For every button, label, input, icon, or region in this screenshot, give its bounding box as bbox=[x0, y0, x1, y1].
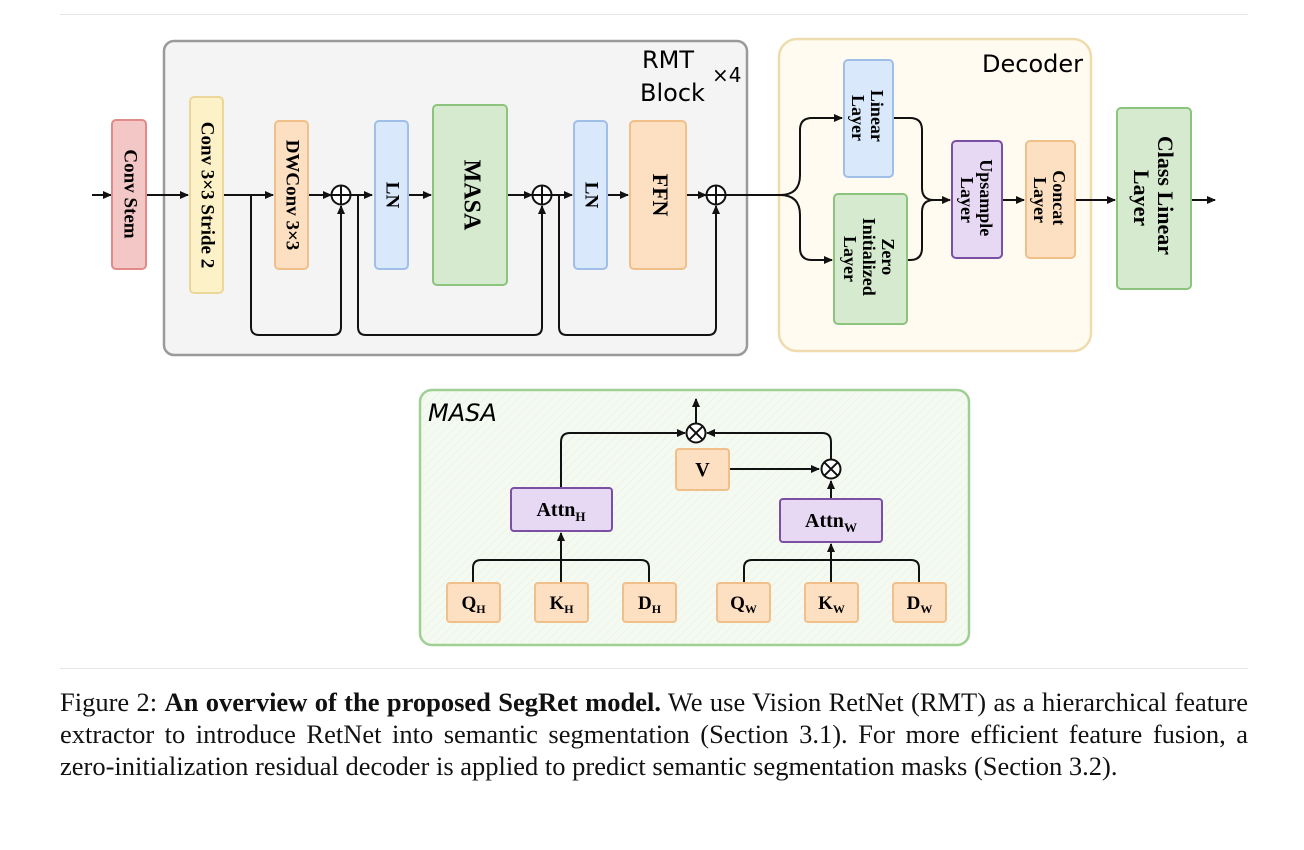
caption-prefix: Figure 2: bbox=[60, 687, 165, 717]
ln-block-1: LN bbox=[374, 120, 409, 270]
zero-init-line2: Initialized bbox=[859, 218, 879, 296]
k-h-main: K bbox=[549, 593, 564, 614]
masa-block: MASA bbox=[432, 104, 508, 286]
attn-h-block: AttnH bbox=[510, 487, 613, 532]
attn-h-main: Attn bbox=[536, 499, 575, 521]
upsample-layer-block: Upsample Layer bbox=[951, 140, 1003, 259]
k-w-main: K bbox=[818, 593, 833, 614]
v-block: V bbox=[675, 448, 730, 491]
attn-w-sub: W bbox=[844, 520, 857, 535]
svg-text:Class Linear Layer: Class Linear Layer bbox=[1129, 136, 1178, 260]
q-h-sub: H bbox=[476, 602, 486, 616]
svg-text:QH: QH bbox=[461, 593, 486, 616]
concat-line2: Layer bbox=[1030, 177, 1050, 223]
ln2-label: LN bbox=[581, 182, 602, 209]
ffn-block: FFN bbox=[629, 120, 687, 270]
figure-caption: Figure 2: An overview of the proposed Se… bbox=[60, 686, 1248, 782]
caption-body: We use Vision RetNet (RMT) as a hierarch… bbox=[60, 687, 1248, 781]
linear-layer-line1: Linear bbox=[867, 90, 887, 142]
d-h-block: DH bbox=[622, 582, 677, 623]
class-linear-layer-block: Class Linear Layer bbox=[1116, 107, 1192, 290]
conv-stem-block: Conv Stem bbox=[111, 119, 147, 270]
conv3x3-label: Conv 3×3 Stride 2 bbox=[197, 122, 218, 268]
dwconv-block: DWConv 3×3 bbox=[274, 120, 309, 270]
svg-text:Concat Layer: Concat Layer bbox=[1030, 170, 1069, 230]
zero-init-line3: Layer bbox=[840, 236, 860, 282]
d-h-sub: H bbox=[652, 602, 662, 616]
svg-text:Upsample Layer: Upsample Layer bbox=[957, 159, 996, 241]
svg-text:KW: KW bbox=[818, 593, 845, 616]
zero-initialized-layer-block: Zero Initialized Layer bbox=[833, 193, 908, 325]
class-linear-line2: Layer bbox=[1129, 170, 1154, 226]
linear-layer-block: Linear Layer bbox=[843, 59, 894, 178]
q-h-block: QH bbox=[446, 582, 501, 623]
svg-text:Zero Initialized L: Zero Initialized Layer bbox=[840, 218, 898, 301]
k-w-sub: W bbox=[833, 602, 845, 616]
q-w-main: Q bbox=[730, 593, 745, 614]
k-w-block: KW bbox=[804, 582, 859, 623]
caption-title: An overview of the proposed SegRet model… bbox=[164, 687, 661, 717]
residual-add-nodes bbox=[330, 184, 727, 206]
d-w-block: DW bbox=[892, 582, 947, 623]
v-label: V bbox=[695, 459, 710, 481]
masa-connectors bbox=[472, 398, 920, 582]
ln1-label: LN bbox=[382, 182, 403, 209]
add-node-2 bbox=[531, 184, 553, 206]
ln-block-2: LN bbox=[573, 120, 608, 270]
d-w-main: D bbox=[907, 593, 921, 614]
attn-h-sub: H bbox=[575, 509, 585, 524]
rmt-repeat-count: ×4 bbox=[712, 63, 741, 87]
svg-text:AttnW: AttnW bbox=[805, 510, 857, 535]
masa-detail-panel: MASA V AttnH bbox=[418, 388, 971, 647]
svg-text:Linear Layer: Linear Layer bbox=[848, 90, 887, 146]
attn-w-block: AttnW bbox=[779, 498, 883, 543]
svg-text:QW: QW bbox=[730, 593, 757, 616]
class-linear-line1: Class Linear bbox=[1153, 136, 1178, 255]
zero-init-line1: Zero bbox=[878, 238, 898, 275]
multiply-node-right bbox=[820, 458, 842, 480]
svg-text:AttnH: AttnH bbox=[536, 499, 585, 524]
multiply-node-top bbox=[685, 422, 707, 444]
attn-w-main: Attn bbox=[805, 510, 844, 532]
masa-label: MASA bbox=[458, 160, 484, 231]
q-w-block: QW bbox=[716, 582, 771, 623]
svg-text:DW: DW bbox=[907, 593, 933, 616]
ffn-label: FFN bbox=[648, 174, 673, 217]
concat-line1: Concat bbox=[1049, 170, 1069, 225]
linear-layer-line2: Layer bbox=[848, 95, 868, 141]
decoder-title: Decoder bbox=[982, 50, 1083, 78]
add-node-1 bbox=[330, 184, 352, 206]
conv3x3-stride2-block: Conv 3×3 Stride 2 bbox=[189, 96, 224, 294]
q-h-main: Q bbox=[461, 593, 476, 614]
upsample-line1: Upsample bbox=[976, 159, 996, 236]
svg-text:KH: KH bbox=[549, 593, 574, 616]
dwconv-label: DWConv 3×3 bbox=[282, 140, 303, 251]
svg-text:DH: DH bbox=[638, 593, 662, 616]
k-h-block: KH bbox=[534, 582, 589, 623]
main-flow-connectors bbox=[92, 114, 1216, 336]
d-h-main: D bbox=[638, 593, 652, 614]
upsample-line2: Layer bbox=[957, 177, 977, 223]
concat-layer-block: Concat Layer bbox=[1025, 140, 1076, 259]
k-h-sub: H bbox=[564, 602, 574, 616]
conv-stem-label: Conv Stem bbox=[120, 149, 141, 238]
rmt-title-line2: Block bbox=[640, 79, 705, 107]
rmt-title-line1: RMT bbox=[642, 46, 694, 74]
add-node-3 bbox=[705, 184, 727, 206]
top-rule bbox=[60, 14, 1248, 15]
bottom-rule bbox=[60, 668, 1248, 669]
d-w-sub: W bbox=[920, 602, 932, 616]
masa-panel-title: MASA bbox=[428, 399, 497, 427]
q-w-sub: W bbox=[745, 602, 757, 616]
